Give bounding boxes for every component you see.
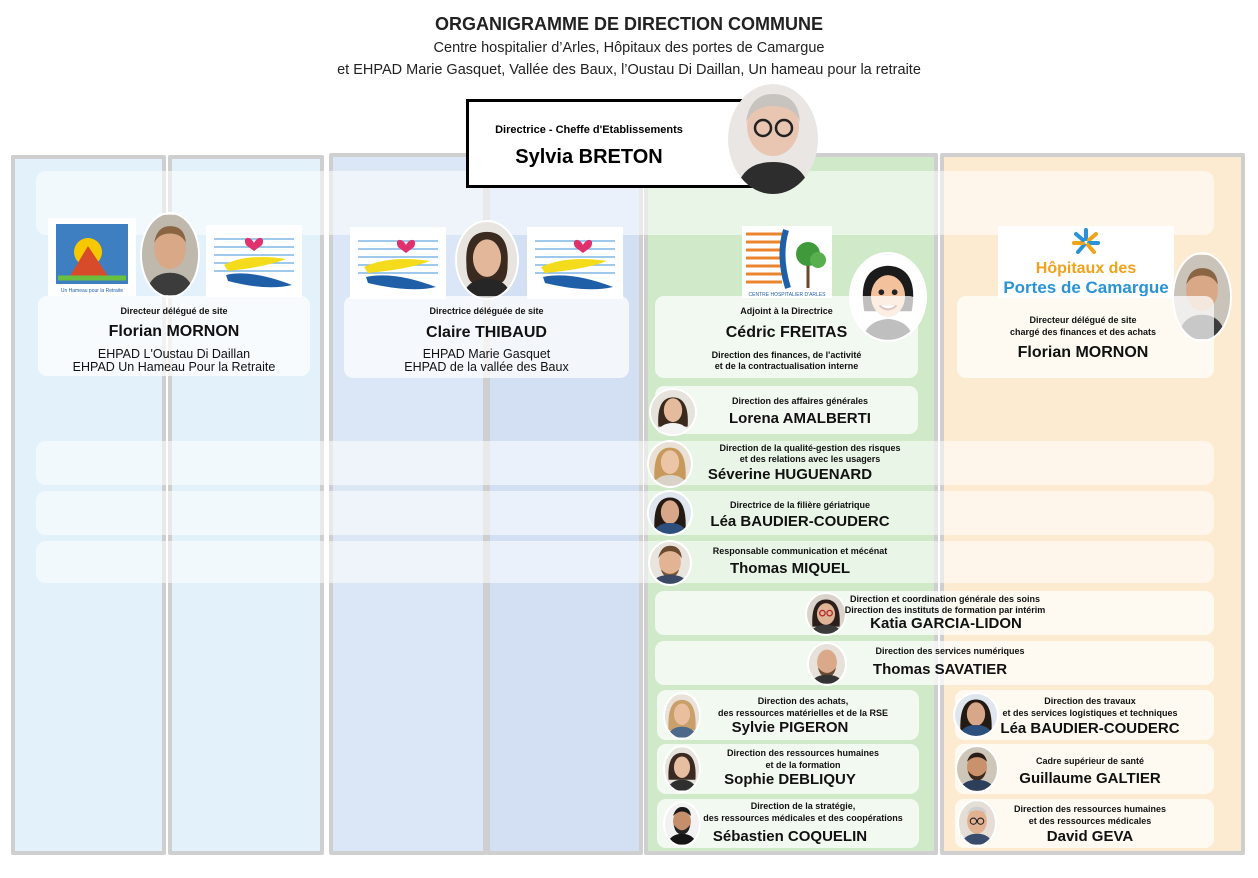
direction-role-6a: Direction des achats, [757, 696, 849, 706]
direction-role-8a: Direction de la stratégie, [750, 801, 856, 811]
severine-huguenard-avatar [647, 440, 693, 488]
direction-role-1a: Direction de la qualité-gestion des risq… [719, 443, 901, 453]
direction-role-9a: Direction des travaux [1044, 696, 1136, 706]
lea-baudier-couderc-avatar-2 [953, 692, 999, 738]
ch-arles-logo: CENTRE HOSPITALIER D'ARLES [742, 226, 832, 298]
site-director-card-3 [655, 296, 918, 378]
portes-camargue-logo: Hôpitaux des Portes de Camargue [998, 226, 1174, 298]
site-director-role-4b: chargé des finances et des achats [1009, 327, 1157, 337]
direction-role-2: Directrice de la filière gériatrique [729, 500, 871, 510]
site-director-line1-2: EHPAD Marie Gasquet [422, 347, 551, 361]
marie-gasquet-logo-1 [206, 225, 302, 297]
page-subtitle-line2: et EHPAD Marie Gasquet, Vallée des Baux,… [337, 62, 921, 78]
marie-gasquet-logo-2 [350, 227, 446, 299]
direction-card-rh-medicales [955, 799, 1214, 848]
site-director-role-2: Directrice déléguée de site [429, 306, 544, 316]
guillaume-galtier-avatar [955, 745, 999, 793]
band-2 [36, 491, 1214, 535]
direction-role-3: Responsable communication et mécénat [712, 546, 888, 556]
direction-role-8b: des ressources médicales et des coopérat… [703, 813, 903, 823]
site-director-card-2 [344, 296, 629, 378]
direction-card-numerique [655, 641, 1214, 685]
direction-role-7b: et de la formation [765, 760, 841, 770]
direction-role-0: Direction des affaires générales [731, 396, 869, 406]
page-title: ORGANIGRAMME DE DIRECTION COMMUNE [435, 14, 823, 34]
director-card: Directrice - Cheffe d'Etablissements Syl… [466, 99, 766, 188]
site-director-card-4 [957, 296, 1214, 378]
site-director-name-2: Claire THIBAUD [426, 324, 547, 341]
page-subtitle-line1: Centre hospitalier d’Arles, Hôpitaux des… [433, 40, 825, 56]
direction-name-7: Sophie DEBLIQUY [724, 771, 856, 788]
site-director-role-3: Adjoint à la Directrice [740, 306, 833, 316]
direction-role-9b: et des services logistiques et technique… [1002, 708, 1178, 718]
site-director-line2-3: et de la contractualisation interne [714, 361, 859, 371]
band-3 [36, 541, 1214, 583]
site-director-line2-1: EHPAD Un Hameau Pour la Retraite [72, 360, 276, 374]
direction-name-0: Lorena AMALBERTI [729, 410, 871, 427]
claire-thibaud-avatar [455, 220, 519, 300]
site-director-line2-2: EHPAD de la vallée des Baux [404, 360, 569, 374]
direction-name-10: Guillaume GALTIER [1019, 770, 1161, 787]
ch-arles-logo-caption: CENTRE HOSPITALIER D'ARLES [749, 292, 827, 298]
thomas-savatier-avatar [807, 642, 847, 686]
direction-role-4a: Direction et coordination générale des s… [849, 594, 1041, 604]
director-avatar [728, 84, 818, 194]
direction-role-11a: Direction des ressources humaines [1013, 804, 1167, 814]
direction-name-11: David GEVA [1046, 828, 1134, 845]
direction-role-7a: Direction des ressources humaines [726, 748, 880, 758]
lorena-amalberti-avatar [649, 388, 697, 436]
sylvie-pigeron-avatar [663, 692, 701, 740]
hameau-logo: Un Hameau pour la Retraite [48, 218, 136, 296]
direction-name-3: Thomas MIQUEL [729, 560, 850, 577]
direction-name-6: Sylvie PIGERON [731, 719, 849, 736]
sebastien-coquelin-avatar [663, 801, 701, 847]
katia-garcia-lidon-avatar [805, 592, 847, 636]
site-director-name-4: Florian MORNON [1017, 344, 1149, 361]
site-director-card-1 [38, 296, 310, 376]
direction-card-affaires-generales [655, 386, 918, 434]
site-director-line1-3: Direction des finances, de l'activité [711, 350, 862, 360]
direction-role-1b: et des relations avec les usagers [739, 454, 881, 464]
portes-camargue-logo-line2: Portes de Camargue [1003, 278, 1169, 297]
director-role: Directrice - Cheffe d'Etablissements [495, 124, 683, 136]
site-director-name-3: Cédric FREITAS [725, 324, 848, 341]
direction-name-2: Léa BAUDIER-COUDERC [710, 513, 890, 530]
lea-baudier-couderc-avatar [647, 490, 693, 536]
site-director-role-4a: Directeur délégué de site [1029, 315, 1137, 325]
site-director-name-1: Florian MORNON [108, 323, 240, 340]
band-1 [36, 441, 1214, 485]
direction-name-9: Léa BAUDIER-COUDERC [1000, 720, 1180, 737]
direction-role-10: Cadre supérieur de santé [1035, 756, 1145, 766]
site-director-line1-1: EHPAD L'Oustau Di Daillan [97, 347, 251, 361]
direction-name-4: Katia GARCIA-LIDON [870, 615, 1022, 632]
direction-role-11b: et des ressources médicales [1028, 816, 1152, 826]
director-name: Sylvia BRETON [515, 146, 663, 168]
sophie-debliquy-avatar [663, 745, 701, 793]
david-geva-avatar [957, 799, 997, 847]
florian-mornon-avatar [140, 212, 200, 298]
hameau-logo-caption: Un Hameau pour la Retraite [61, 288, 123, 294]
site-director-role-1: Directeur délégué de site [120, 306, 228, 316]
direction-role-4b: Direction des instituts de formation par… [844, 605, 1046, 615]
portes-camargue-logo-line1: Hôpitaux des [1035, 260, 1137, 277]
direction-name-1: Séverine HUGUENARD [707, 466, 873, 483]
direction-name-8: Sébastien COQUELIN [712, 828, 868, 845]
direction-name-5: Thomas SAVATIER [872, 661, 1008, 678]
vallee-des-baux-logo [527, 227, 623, 299]
direction-card-soins [655, 591, 1214, 635]
thomas-miquel-avatar [648, 540, 692, 586]
direction-role-6b: des ressources matérielles et de la RSE [717, 708, 889, 718]
direction-role-5: Direction des services numériques [875, 646, 1025, 656]
